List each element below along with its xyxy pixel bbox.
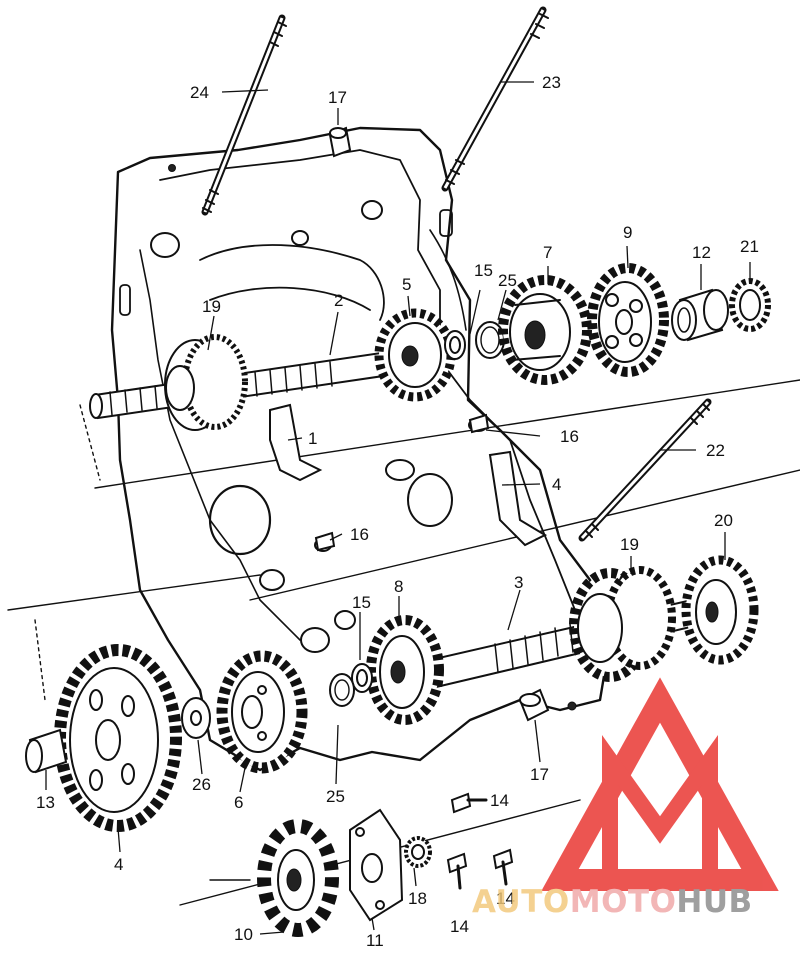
svg-text:AUTOMOTOHUB: AUTOMOTOHUB bbox=[472, 884, 753, 920]
callout-2: 2 bbox=[334, 291, 343, 310]
callout-16-lower: 16 bbox=[350, 525, 369, 544]
logo-word-hub: HUB bbox=[676, 884, 752, 920]
automotohub-logo: AUTOMOTOHUB bbox=[472, 677, 779, 920]
callout-14-a: 14 bbox=[490, 791, 509, 810]
pin-16-lower bbox=[314, 531, 336, 552]
bearing-12 bbox=[671, 288, 729, 342]
callout-8: 8 bbox=[394, 577, 403, 596]
logo-word-moto: MOTO bbox=[570, 884, 677, 920]
washer-26 bbox=[181, 697, 211, 739]
callout-20: 20 bbox=[714, 511, 733, 530]
bolt-14-b bbox=[446, 852, 468, 890]
callout-4-fork: 4 bbox=[552, 475, 561, 494]
axis-lines bbox=[7, 379, 800, 906]
spring-18 bbox=[404, 836, 432, 868]
bolt-14-a bbox=[450, 792, 488, 814]
callout-12: 12 bbox=[692, 243, 711, 262]
callout-10: 10 bbox=[234, 925, 253, 944]
callout-9: 9 bbox=[623, 223, 632, 242]
callout-14-b: 14 bbox=[450, 917, 469, 936]
callout-6: 6 bbox=[234, 793, 243, 812]
callouts: 24 17 23 19 2 5 15 25 7 9 12 21 1 16 22 … bbox=[36, 73, 759, 950]
logo-m-stroke bbox=[602, 735, 718, 870]
callout-4-gear: 4 bbox=[114, 855, 123, 874]
gear-7 bbox=[498, 275, 592, 385]
bushing-13 bbox=[25, 728, 68, 774]
callout-24: 24 bbox=[190, 83, 209, 102]
callout-16-upper: 16 bbox=[560, 427, 579, 446]
callout-23: 23 bbox=[542, 73, 561, 92]
callout-1: 1 bbox=[308, 429, 317, 448]
callout-19-left: 19 bbox=[202, 297, 221, 316]
callout-25-bottom: 25 bbox=[326, 787, 345, 806]
shift-rod-23 bbox=[441, 6, 549, 192]
callout-15-bottom: 15 bbox=[352, 593, 371, 612]
gear-8 bbox=[366, 615, 444, 725]
circlip-25-bottom bbox=[329, 673, 355, 707]
gear-19-cluster bbox=[569, 566, 676, 682]
washer-15-bottom bbox=[351, 663, 373, 693]
callout-26: 26 bbox=[192, 775, 211, 794]
shift-rod-24 bbox=[201, 14, 287, 216]
callout-7: 7 bbox=[543, 243, 552, 262]
circlip-25-top bbox=[475, 321, 505, 359]
callout-19-right: 19 bbox=[620, 535, 639, 554]
shift-rod-22 bbox=[578, 398, 712, 542]
pin-16-upper bbox=[468, 413, 490, 434]
callout-13: 13 bbox=[36, 793, 55, 812]
sprocket-10 bbox=[257, 819, 339, 937]
pin-17-bottom bbox=[518, 688, 550, 722]
callout-17-bottom: 17 bbox=[530, 765, 549, 784]
leader-lines bbox=[45, 81, 751, 935]
callout-21: 21 bbox=[740, 237, 759, 256]
pin-17-top bbox=[328, 126, 352, 158]
callout-22: 22 bbox=[706, 441, 725, 460]
callout-14-c: 14 bbox=[496, 889, 515, 908]
callout-3: 3 bbox=[514, 573, 523, 592]
bearing-19-left bbox=[164, 334, 248, 431]
gear-9 bbox=[587, 263, 669, 377]
gear-6 bbox=[216, 650, 308, 774]
shift-fork-1 bbox=[269, 403, 323, 482]
gear-20 bbox=[681, 555, 759, 665]
shift-fork-4 bbox=[488, 450, 548, 547]
gear-5 bbox=[374, 308, 456, 402]
logo-word-auto: AUTO bbox=[472, 884, 570, 920]
callout-25-top: 25 bbox=[498, 271, 517, 290]
callout-11: 11 bbox=[366, 931, 384, 950]
logo-triangle bbox=[541, 677, 779, 891]
washer-15-top bbox=[444, 330, 466, 360]
callout-5: 5 bbox=[402, 275, 411, 294]
callout-15-top: 15 bbox=[474, 261, 493, 280]
crankcase bbox=[110, 126, 612, 772]
bolt-14-c bbox=[492, 848, 514, 886]
callout-18: 18 bbox=[408, 889, 427, 908]
plate-11 bbox=[349, 808, 404, 922]
callout-17-top: 17 bbox=[328, 88, 347, 107]
bearing-21 bbox=[729, 278, 771, 332]
gear-4-large bbox=[54, 644, 182, 832]
